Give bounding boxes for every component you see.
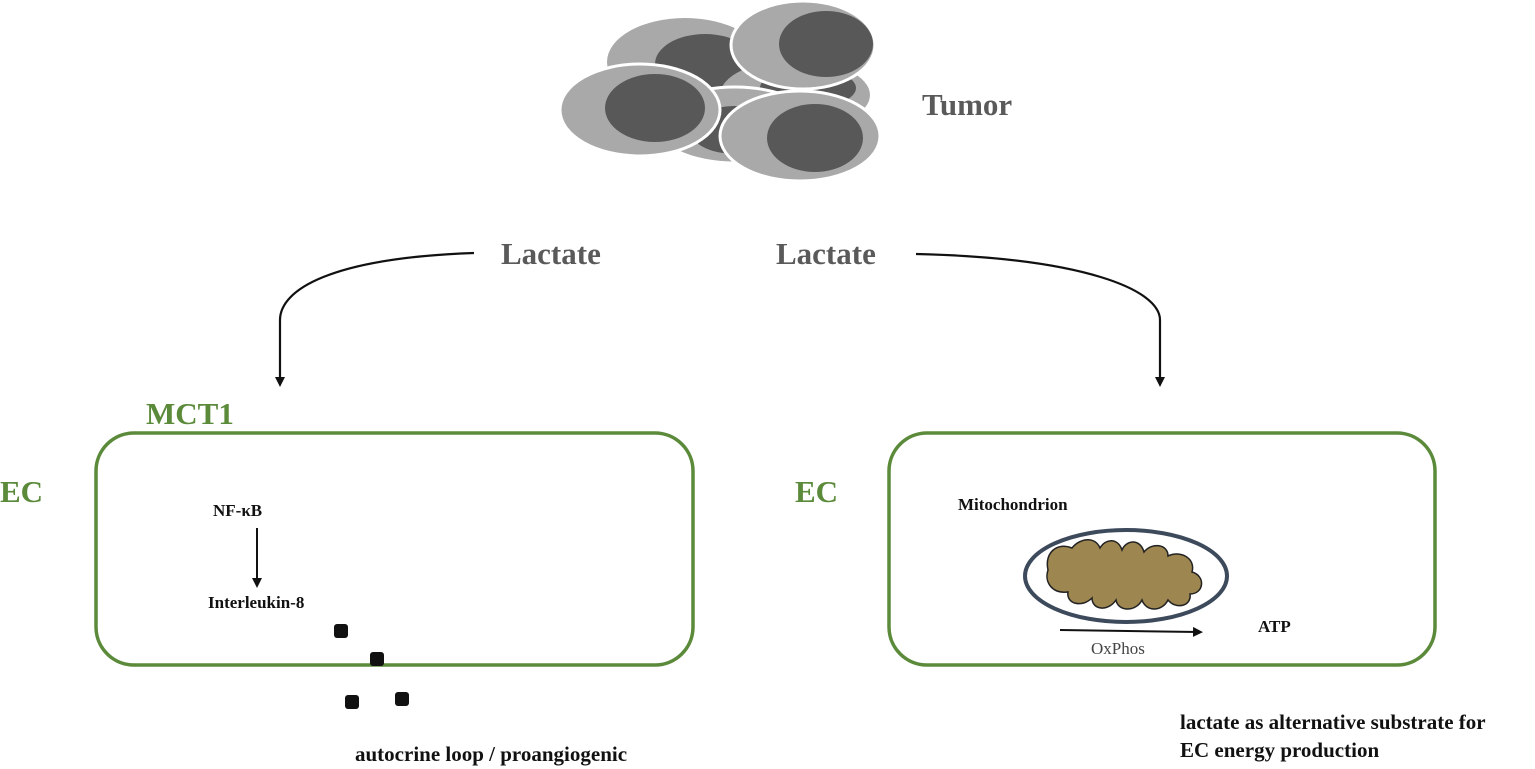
ec-cell-right-membrane (887, 431, 1437, 667)
ec-label-left: EC (0, 474, 44, 509)
alt-substrate-line1: lactate as alternative substrate for (1180, 710, 1486, 734)
atp-label: ATP (1258, 617, 1291, 636)
il8-particle (345, 695, 359, 709)
lactate-label-right: Lactate (776, 236, 876, 271)
mct1-label: MCT1 (146, 396, 234, 431)
oxphos-arrow (1059, 626, 1203, 637)
nfkb-label: NF-κB (213, 501, 263, 520)
lactate-label-left: Lactate (501, 236, 601, 271)
lactate-arrow-left (275, 251, 475, 387)
oxphos-label: OxPhos (1091, 639, 1145, 658)
il8-particle (395, 692, 409, 706)
mitochondrion-graphic (1023, 528, 1229, 624)
ec-cell-left-membrane (94, 431, 695, 667)
autocrine-label: autocrine loop / proangiogenic (355, 742, 628, 766)
tumor-nucleus-top-right (779, 11, 873, 77)
mitochondrion-label: Mitochondrion (958, 495, 1068, 514)
tumor-nucleus-bottom-right (767, 104, 863, 172)
il8-secreted-particles (334, 624, 409, 709)
tumor-label: Tumor (922, 87, 1013, 122)
lactate-arrow-right (915, 252, 1165, 387)
mitochondrion-cristae (1046, 539, 1203, 610)
alt-substrate-line2: EC energy production (1180, 738, 1380, 762)
il8-particle (370, 652, 384, 666)
tumor-nucleus-left (605, 74, 705, 142)
il8-label: Interleukin-8 (208, 593, 305, 612)
il8-particle (334, 624, 348, 638)
tumor-cells (558, 0, 882, 183)
ec-label-right: EC (795, 474, 839, 509)
